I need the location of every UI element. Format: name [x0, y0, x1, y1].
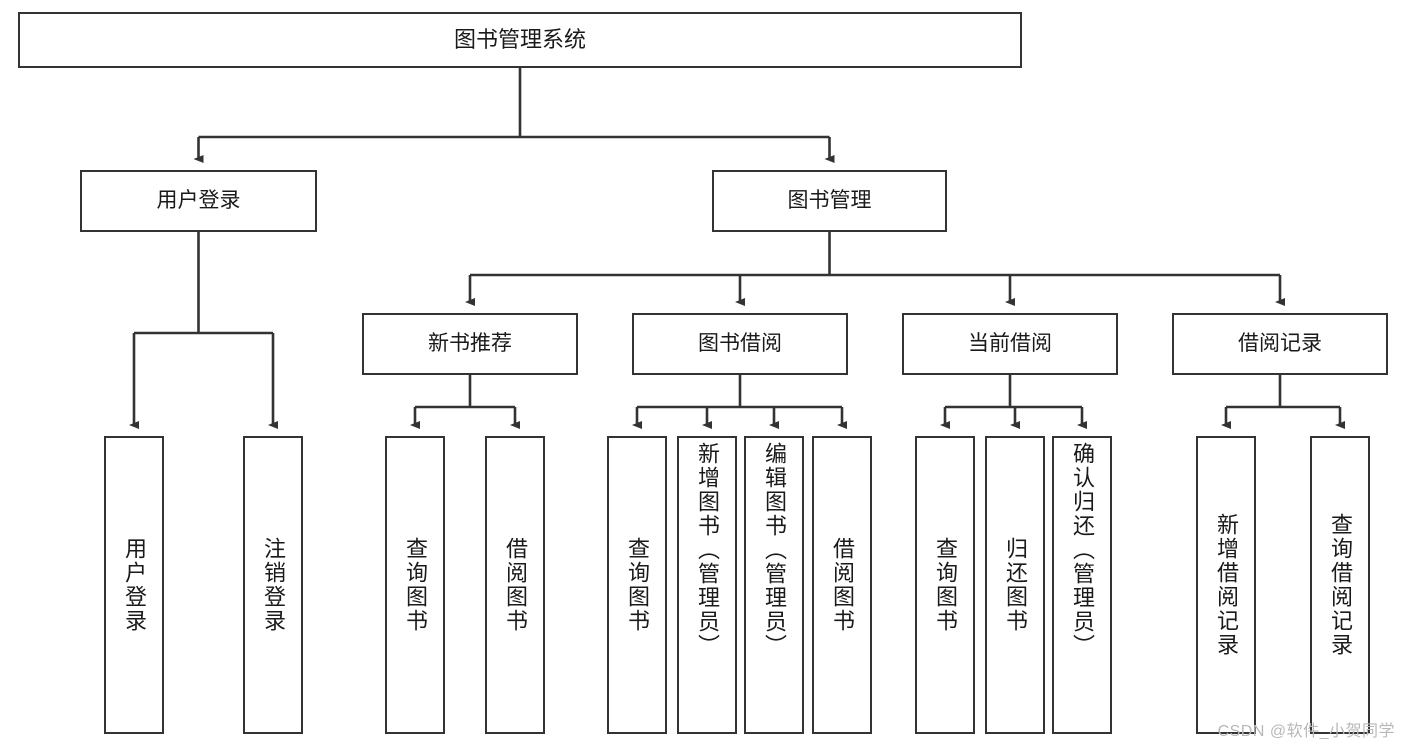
leaf-node-leaf-query-record[interactable]: 查询借阅记录 [1310, 436, 1370, 734]
leaf-node-leaf-user-login[interactable]: 用户登录 [104, 436, 164, 734]
node-label: 查询图书 [625, 537, 650, 633]
level3-node-book-borrow[interactable]: 图书借阅 [632, 313, 848, 375]
node-label: 新增图书（管理员） [695, 442, 720, 658]
node-label: 查询图书 [933, 537, 958, 633]
leaf-node-leaf-query-book-3[interactable]: 查询图书 [915, 436, 975, 734]
leaf-node-leaf-borrow-book-2[interactable]: 借阅图书 [812, 436, 872, 734]
level2-node-book-management[interactable]: 图书管理 [712, 170, 947, 232]
leaf-node-leaf-return-book[interactable]: 归还图书 [985, 436, 1045, 734]
level3-node-current-borrow[interactable]: 当前借阅 [902, 313, 1118, 375]
node-label: 新书推荐 [428, 331, 512, 355]
leaf-node-leaf-confirm-return[interactable]: 确认归还（管理员） [1052, 436, 1112, 734]
node-label: 新增借阅记录 [1214, 513, 1239, 657]
leaf-node-leaf-borrow-book-1[interactable]: 借阅图书 [485, 436, 545, 734]
level3-node-borrow-record[interactable]: 借阅记录 [1172, 313, 1388, 375]
node-label: 归还图书 [1003, 537, 1028, 633]
node-label: 注销登录 [261, 537, 286, 633]
node-label: 借阅记录 [1238, 331, 1322, 355]
node-label: 当前借阅 [968, 331, 1052, 355]
node-label: 借阅图书 [830, 537, 855, 633]
node-label: 查询图书 [403, 537, 428, 633]
leaf-node-leaf-query-book-2[interactable]: 查询图书 [607, 436, 667, 734]
leaf-node-leaf-edit-book[interactable]: 编辑图书（管理员） [744, 436, 804, 734]
level2-node-user-login[interactable]: 用户登录 [80, 170, 317, 232]
leaf-node-leaf-query-book-1[interactable]: 查询图书 [385, 436, 445, 734]
node-label: 编辑图书（管理员） [762, 442, 787, 658]
node-label: 借阅图书 [503, 537, 528, 633]
node-label: 用户登录 [156, 188, 241, 212]
node-label: 查询借阅记录 [1328, 513, 1353, 657]
leaf-node-leaf-logout[interactable]: 注销登录 [243, 436, 303, 734]
node-label: 图书借阅 [698, 331, 782, 355]
node-label: 用户登录 [122, 537, 147, 633]
node-label: 图书管理系统 [453, 27, 586, 53]
leaf-node-leaf-add-record[interactable]: 新增借阅记录 [1196, 436, 1256, 734]
level3-node-new-book-recommend[interactable]: 新书推荐 [362, 313, 578, 375]
node-label: 图书管理 [787, 188, 872, 212]
node-label: 确认归还（管理员） [1070, 442, 1095, 658]
root-node-book-management-system[interactable]: 图书管理系统 [18, 12, 1022, 68]
leaf-node-leaf-add-book[interactable]: 新增图书（管理员） [677, 436, 737, 734]
